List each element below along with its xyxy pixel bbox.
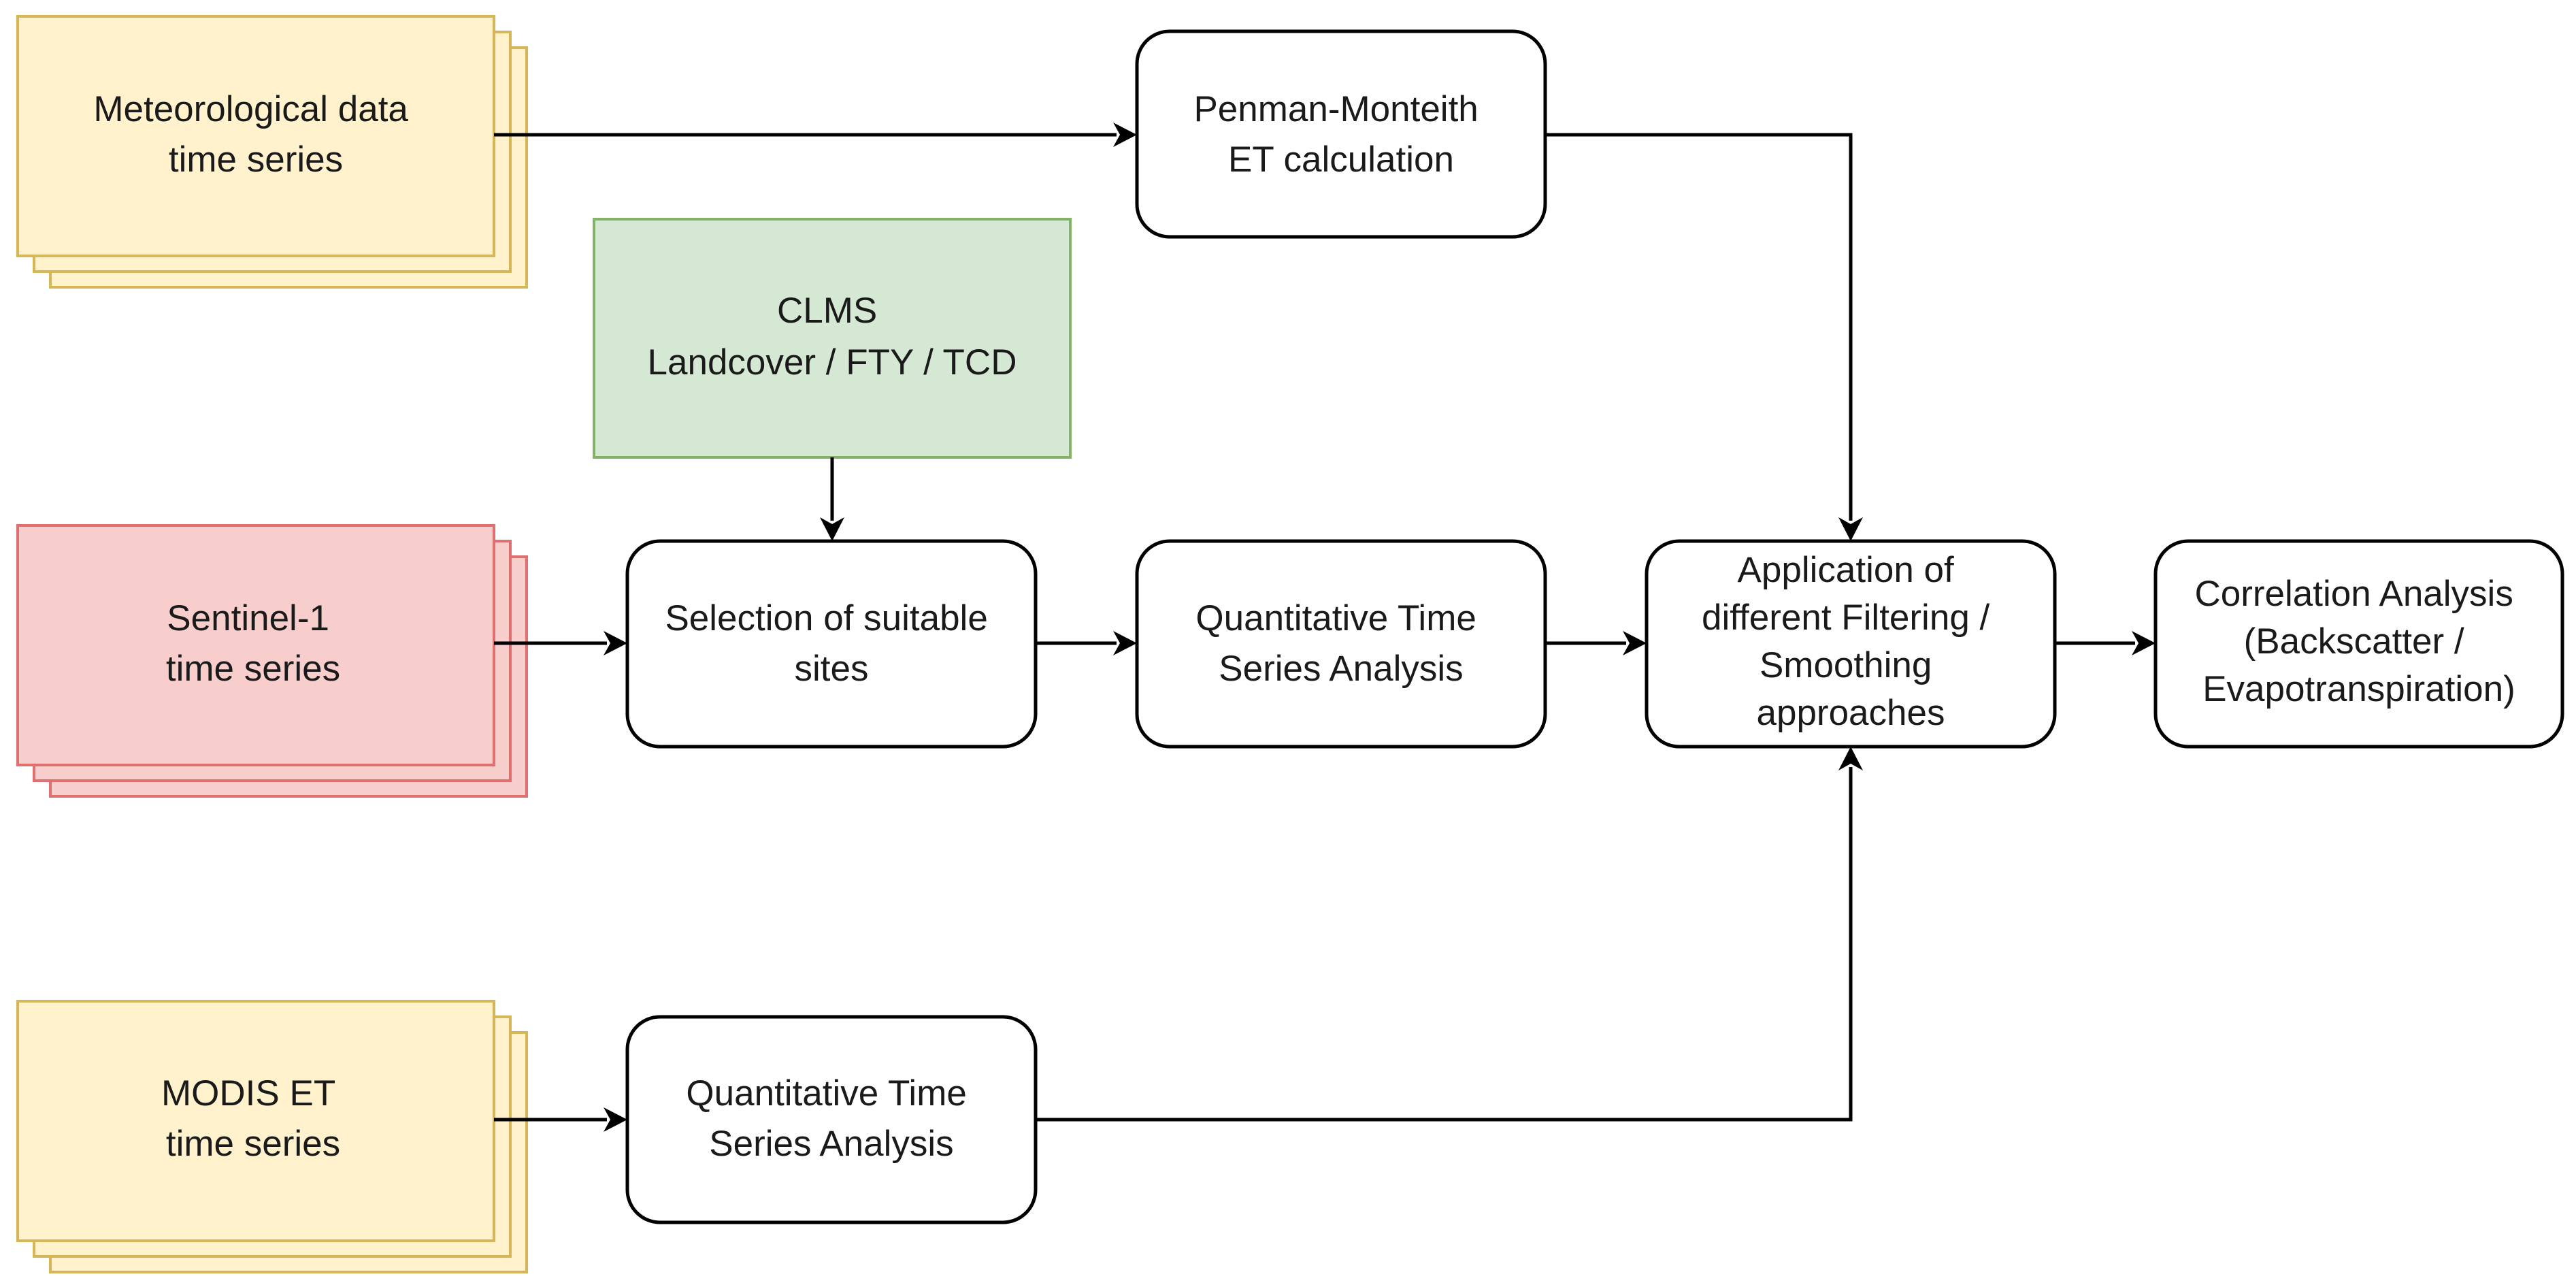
correlation-analysis-label-line-2: (Backscatter / [2244,621,2464,662]
arrowhead [1113,123,1137,147]
edge-quantitative-bottom-to-filtering [1036,747,1863,1122]
modis-et-label-line-2: time series [166,1124,340,1164]
correlation-analysis-label: Correlation Analysis (Backscatter / Evap… [2194,574,2523,709]
filtering-smoothing-label: Application of different Filtering / Smo… [1702,550,2000,733]
quantitative-analysis-middle-label-line-2: Series Analysis [1219,649,1463,689]
quantitative-analysis-middle-box [1135,539,1547,749]
quantitative-analysis-bottom-label-line-2: Series Analysis [709,1124,953,1164]
correlation-analysis-node: Correlation Analysis (Backscatter / Evap… [2153,539,2564,749]
edge-modis-to-quantitative [494,1107,627,1132]
edge-quantitative-to-filtering [1545,631,1647,655]
modis-et-node: MODIS ET time series [16,1000,528,1273]
penman-monteith-box [1135,29,1547,239]
selection-sites-box [625,539,1038,749]
arrowhead [604,1107,627,1132]
arrowhead [1623,631,1647,655]
quantitative-analysis-middle-node: Quantitative Time Series Analysis [1135,539,1547,749]
clms-label-line-2: Landcover / FTY / TCD [648,342,1017,383]
edge-selection-to-quantitative [1036,631,1137,655]
quantitative-analysis-middle-label-line-1: Quantitative Time [1195,598,1476,638]
edge-filtering-to-correlation [2055,631,2156,655]
edge-line [1545,133,1853,521]
meteorological-data-label-line-2: time series [169,140,343,180]
correlation-analysis-label-line-1: Correlation Analysis [2194,574,2513,614]
quantitative-analysis-bottom-box [625,1015,1038,1224]
filtering-smoothing-label-line-4: approaches [1757,693,1945,733]
filtering-smoothing-node: Application of different Filtering / Smo… [1645,539,2057,749]
penman-monteith-label-line-1: Penman-Monteith [1193,89,1478,129]
sentinel-1-node: Sentinel-1 time series [16,524,528,798]
meteorological-data-label: Meteorological data time series [93,89,418,180]
meteorological-data-label-line-1: Meteorological data [93,89,408,129]
sentinel-1-label-line-2: time series [166,649,340,689]
quantitative-analysis-bottom-node: Quantitative Time Series Analysis [625,1015,1038,1224]
stack-layer-front [16,1000,495,1242]
edge-sentinel-to-selection [494,631,627,655]
edge-clms-to-selection [820,457,844,541]
quantitative-analysis-bottom-label-line-1: Quantitative Time [686,1073,966,1113]
arrowhead [604,631,627,655]
edge-line [1036,767,1853,1122]
edge-penman-to-filtering [1545,133,1863,541]
correlation-analysis-label-line-3: Evapotranspiration) [2202,669,2515,709]
filtering-smoothing-label-line-2: different Filtering / [1702,598,1989,638]
selection-sites-label-line-2: sites [795,649,869,689]
arrowhead [820,517,844,541]
filtering-smoothing-label-line-1: Application of [1738,550,1954,590]
arrowhead [1113,631,1137,655]
stack-layer-front [16,15,495,257]
penman-monteith-label-line-2: ET calculation [1228,140,1454,180]
quantitative-analysis-middle-label: Quantitative Time Series Analysis [1195,598,1486,689]
penman-monteith-node: Penman-Monteith ET calculation [1135,29,1547,239]
edge-meteo-to-penman [494,123,1137,147]
modis-et-label: MODIS ET time series [161,1073,345,1164]
meteorological-data-node: Meteorological data time series [16,15,528,289]
arrowhead [1838,747,1863,770]
arrowhead [2132,631,2156,655]
arrowhead [1838,517,1863,541]
clms-label-line-1: CLMS [777,291,877,331]
filtering-smoothing-label-line-3: Smoothing [1760,645,1932,685]
stack-layer-front [16,524,495,766]
selection-sites-node: Selection of suitable sites [625,539,1038,749]
selection-sites-label-line-1: Selection of suitable [665,598,987,638]
sentinel-1-label-line-1: Sentinel-1 [167,598,329,638]
quantitative-analysis-bottom-label: Quantitative Time Series Analysis [686,1073,976,1164]
penman-monteith-label: Penman-Monteith ET calculation [1193,89,1488,180]
correlation-analysis-box [2153,539,2564,749]
clms-node: CLMS Landcover / FTY / TCD [593,218,1072,459]
selection-sites-label: Selection of suitable sites [665,598,997,689]
clms-box [593,218,1072,459]
clms-label: CLMS Landcover / FTY / TCD [648,291,1017,383]
modis-et-label-line-1: MODIS ET [161,1073,335,1113]
sentinel-1-label: Sentinel-1 time series [166,598,340,689]
